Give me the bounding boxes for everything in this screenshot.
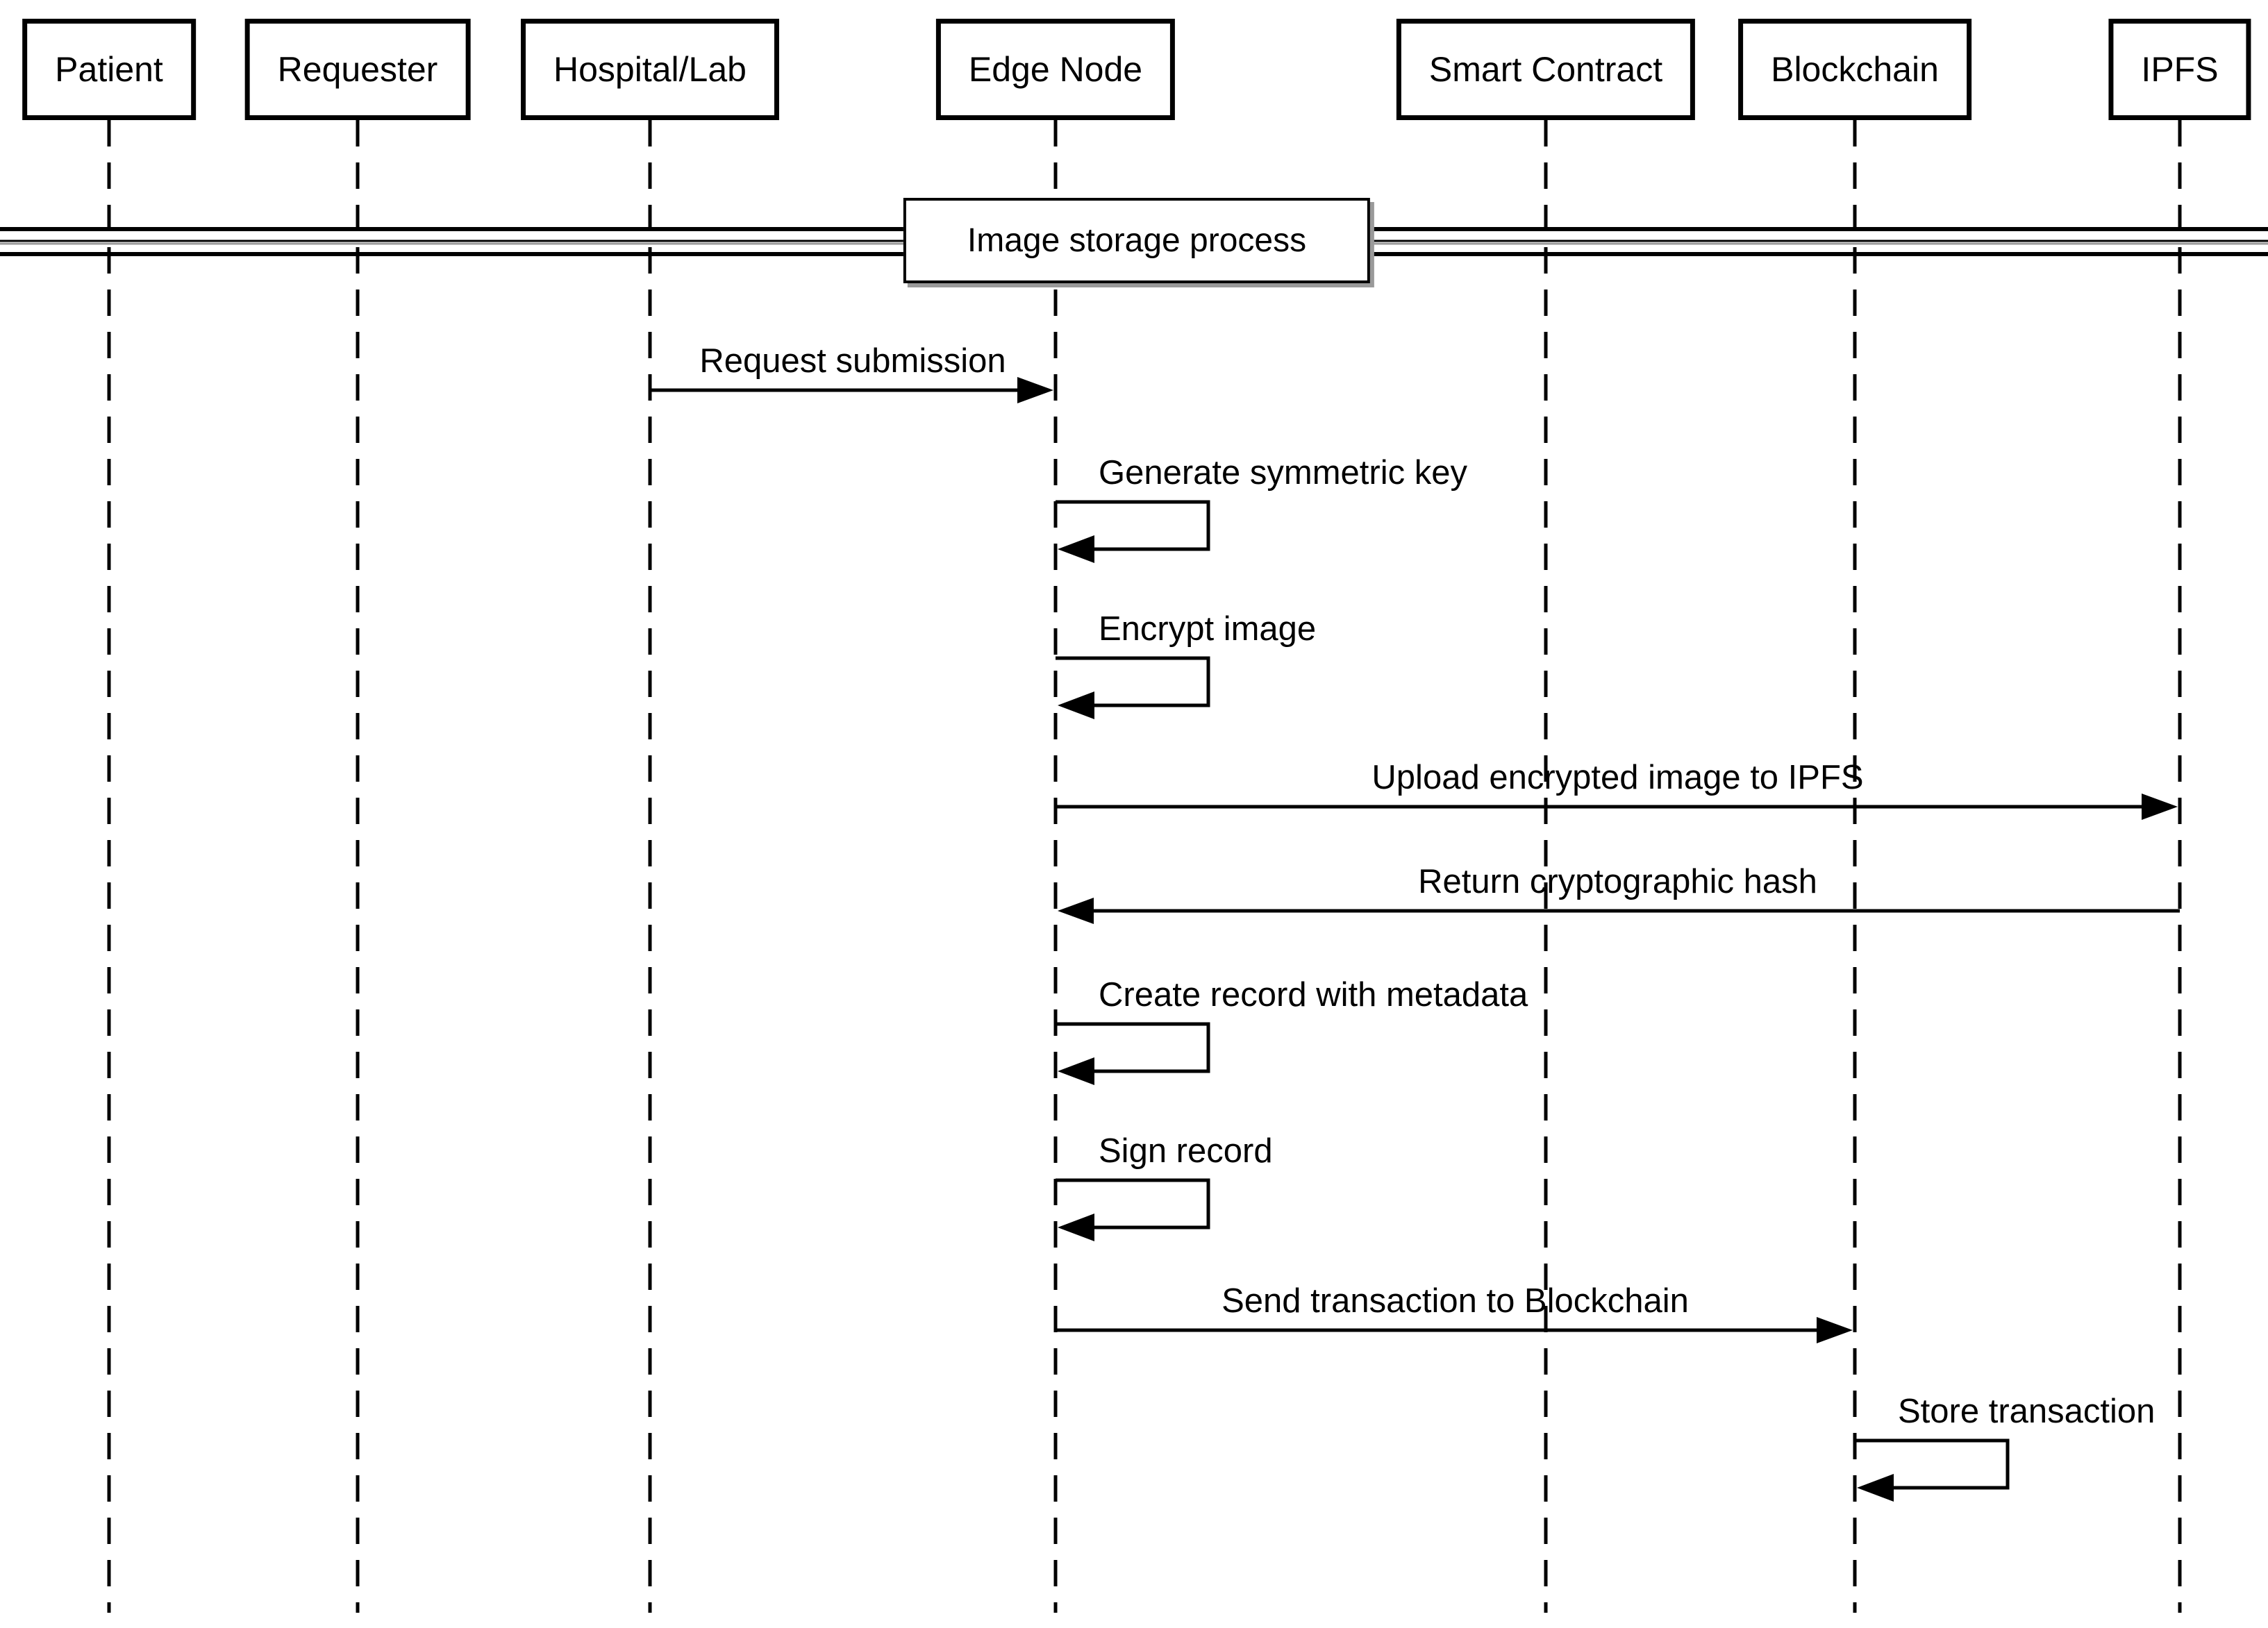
arrowhead-icon (1058, 1214, 1094, 1241)
message-label-text: Upload encrypted image to IPFS (1371, 759, 1864, 796)
self-message-label-text: Create record with metadata (1099, 976, 1528, 1014)
self-message-label: Create record with metadata (1099, 975, 1528, 1014)
participant-smart-contract: Smart Contract (1396, 19, 1696, 120)
message-label: Request submission (699, 342, 1006, 380)
message-label-text: Request submission (699, 342, 1006, 380)
participant-patient: Patient (22, 19, 196, 120)
arrowhead-icon (2142, 794, 2178, 820)
message-label: Upload encrypted image to IPFS (1371, 758, 1863, 797)
self-message-label-text: Generate symmetric key (1099, 454, 1467, 492)
self-message-loop (1056, 1178, 1210, 1230)
self-message-loop (1855, 1438, 2010, 1490)
arrowhead-icon (1058, 1057, 1094, 1085)
participant-blockchain: Blockchain (1738, 19, 1971, 120)
message-label: Return cryptographic hash (1418, 862, 1817, 901)
divider-title: Image storage process (967, 222, 1307, 259)
participant-label: Patient (55, 50, 163, 89)
self-message-label: Encrypt image (1099, 610, 1316, 648)
participant-hospital-lab: Hospital/Lab (521, 19, 779, 120)
self-message-loop (1056, 500, 1210, 551)
participant-label: Hospital/Lab (553, 50, 747, 89)
participant-label: Requester (277, 50, 438, 89)
participant-label: Blockchain (1771, 50, 1939, 89)
self-message-label-text: Encrypt image (1099, 610, 1317, 648)
message-label-text: Send transaction to Blockchain (1221, 1282, 1689, 1320)
arrowhead-icon (1058, 535, 1094, 563)
participant-edge-node: Edge Node (935, 19, 1176, 120)
participant-label: Smart Contract (1428, 50, 1663, 89)
self-message-loop (1056, 1022, 1210, 1073)
self-message-label: Sign record (1099, 1132, 1273, 1170)
arrowhead-icon (1817, 1317, 1853, 1343)
participant-label: Edge Node (968, 50, 1143, 89)
self-message-label: Store transaction (1898, 1392, 2155, 1431)
participant-label: IPFS (2141, 50, 2219, 89)
self-message-label-text: Sign record (1099, 1132, 1273, 1170)
arrowhead-icon (1857, 1474, 1894, 1502)
divider-label-box: Image storage process (903, 198, 1371, 283)
arrowhead-icon (1058, 691, 1094, 719)
participant-requester: Requester (244, 19, 471, 120)
message-label: Send transaction to Blockchain (1221, 1282, 1689, 1320)
arrowhead-icon (1017, 377, 1053, 403)
arrowhead-icon (1058, 898, 1094, 924)
self-message-label-text: Store transaction (1898, 1393, 2156, 1430)
message-label-text: Return cryptographic hash (1418, 863, 1817, 900)
self-message-loop (1056, 656, 1210, 707)
participant-ipfs: IPFS (2108, 19, 2251, 120)
self-message-label: Generate symmetric key (1099, 453, 1467, 492)
